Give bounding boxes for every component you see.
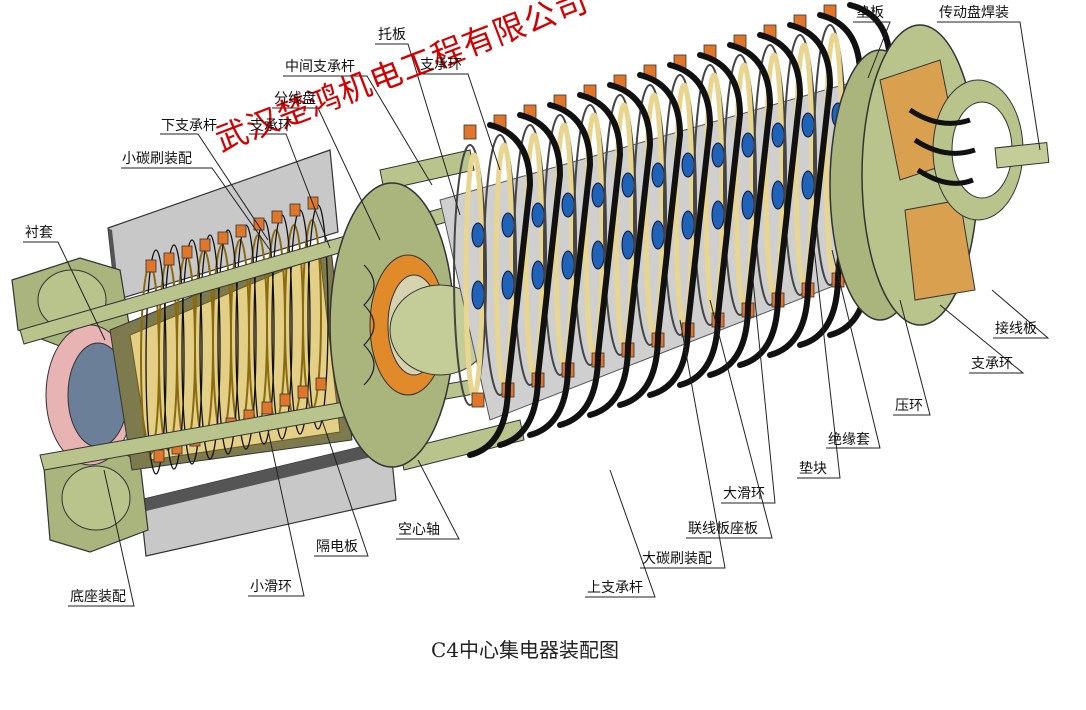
label-spacer-block: 垫块	[799, 461, 827, 477]
label-small-brush-assembly: 小碳刷装配	[122, 151, 192, 167]
diagram-caption: C4中心集电器装配图	[431, 638, 620, 662]
label-base-assembly: 底座装配	[70, 589, 126, 605]
label-drive-disc-weldment: 传动盘焊装	[939, 5, 1009, 21]
label-support-ring-right: 支承环	[971, 356, 1013, 372]
label-bushing: 衬套	[25, 225, 53, 241]
label-hollow-shaft: 空心轴	[398, 522, 440, 538]
right-end-assembly	[829, 24, 1050, 326]
large-ring-drum	[439, 2, 901, 458]
leader-lines	[23, 21, 1050, 607]
middle-plate	[329, 182, 491, 468]
label-large-slip-ring: 大滑环	[723, 486, 765, 502]
label-middle-support-rod: 中间支承杆	[285, 59, 355, 75]
label-tuoban: 托板	[378, 27, 406, 43]
label-terminal-board: 接线板	[995, 321, 1037, 337]
label-distribution-plate: 分线盘	[274, 91, 316, 107]
label-link-board-seat: 联线板座板	[688, 521, 758, 537]
label-support-ring-left: 支承环	[250, 118, 292, 134]
label-insulating-plate: 隔电板	[316, 539, 358, 555]
label-pressure-ring: 压环	[895, 398, 923, 414]
label-insulating-sleeve: 绝缘套	[828, 432, 870, 448]
label-large-brush-assembly: 大碳刷装配	[642, 551, 712, 567]
label-lower-support-rod: 下支承杆	[161, 118, 217, 134]
label-support-ring-top: 支承环	[420, 57, 462, 73]
label-backing-plate: 垫板	[856, 5, 884, 21]
label-small-slip-ring: 小滑环	[250, 579, 292, 595]
label-upper-support-rod: 上支承杆	[587, 580, 643, 596]
